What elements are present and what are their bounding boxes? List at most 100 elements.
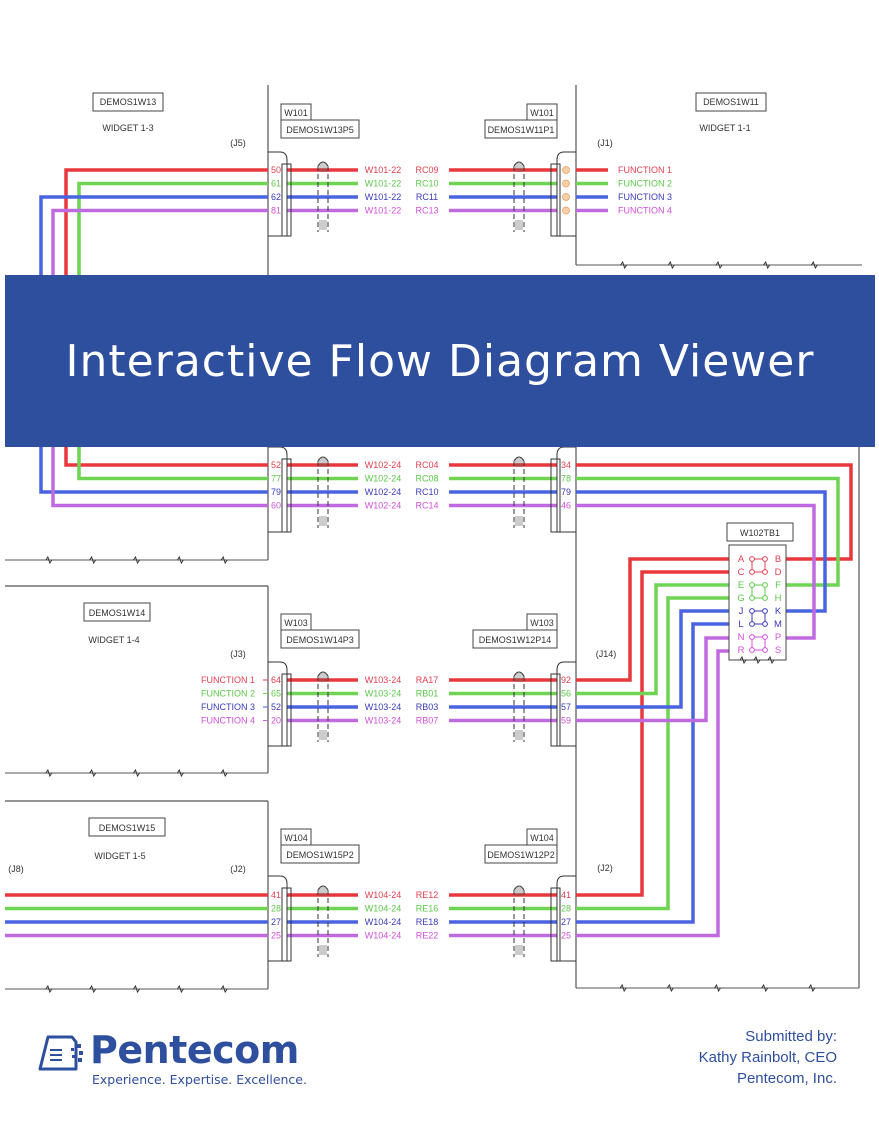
- jack-label: (J8): [8, 864, 24, 874]
- function-label: FUNCTION 2: [201, 689, 255, 699]
- pin-number: 46: [561, 501, 571, 511]
- pin-number: 25: [561, 931, 571, 941]
- break-mark: [761, 983, 769, 993]
- terminal-post: [749, 647, 755, 653]
- break-mark: [714, 983, 721, 993]
- function-label: FUNCTION 2: [618, 179, 672, 189]
- break-mark: [45, 768, 53, 778]
- terminal-post: [762, 634, 768, 640]
- pin-number: 20: [271, 716, 281, 726]
- logo-wordmark: Pentecom: [90, 1028, 299, 1072]
- terminal-right: P: [775, 632, 781, 643]
- pin-number: 65: [271, 689, 281, 699]
- terminal-post: [749, 569, 755, 575]
- pentecom-logo: Pentecom Experience. Expertise. Excellen…: [38, 1028, 318, 1090]
- break-mark: [620, 260, 628, 270]
- wire-code: RB03: [416, 702, 439, 712]
- plug-id: DEMOS1W12P14: [479, 635, 552, 645]
- plug-right-sleeve: [550, 458, 561, 533]
- plug-left-sleeve: [281, 458, 292, 533]
- break-mark: [739, 655, 747, 665]
- wire-label: W101-22: [365, 192, 402, 202]
- pin-number: 28: [271, 904, 281, 914]
- terminal-right: S: [775, 645, 781, 656]
- wire-label: W101-22: [365, 165, 402, 175]
- terminal-left: L: [738, 619, 743, 630]
- wire-code: RC14: [415, 501, 438, 511]
- plug-id-box: [484, 844, 558, 864]
- wire-label: W104-24: [365, 917, 402, 927]
- widget-id: DEMOS1W11: [703, 97, 759, 107]
- terminal-left: E: [738, 580, 744, 591]
- widget-id-box: [88, 817, 166, 837]
- title-banner: Interactive Flow Diagram Viewer: [5, 275, 875, 447]
- break-mark: [666, 983, 674, 993]
- shield-cap: [513, 885, 525, 891]
- submitted-by-block: Submitted by: Kathy Rainbolt, CEO Pentec…: [699, 1026, 837, 1089]
- wire-code: RC10: [415, 179, 438, 189]
- cable-id: W103: [284, 618, 308, 628]
- jack-label: (J1): [597, 138, 613, 148]
- plug-right: [556, 151, 576, 237]
- pin-number: 27: [561, 917, 571, 927]
- break-mark: [133, 555, 140, 565]
- wire-label: W102-24: [365, 474, 402, 484]
- wire-code: RC11: [416, 192, 438, 202]
- plug-id: DEMOS1W11P1: [488, 125, 555, 135]
- pin-number: 34: [561, 460, 571, 470]
- plug-left: [268, 446, 288, 533]
- terminal-left: R: [738, 645, 745, 656]
- pin-number: 61: [271, 179, 281, 189]
- widget-name: WIDGET 1-4: [88, 635, 139, 645]
- break-mark: [619, 983, 627, 993]
- pin-number: 59: [561, 716, 571, 726]
- terminal-post: [762, 647, 768, 653]
- submitted-label: Submitted by:: [745, 1028, 837, 1045]
- company-name: Pentecom, Inc.: [736, 1070, 837, 1087]
- widget-id: DEMOS1W14: [89, 608, 146, 618]
- wire-label: W103-24: [365, 716, 402, 726]
- wire-code: RE22: [416, 931, 439, 941]
- terminal-block-id-box: [726, 522, 794, 542]
- plug-right: [556, 875, 576, 962]
- plug-left: [268, 151, 288, 237]
- terminal-post: [762, 569, 768, 575]
- jumper-link: [751, 584, 766, 599]
- terminal-right: B: [775, 554, 781, 565]
- terminal-post: [762, 608, 768, 614]
- wire-code: RB07: [416, 716, 439, 726]
- routed-wire: [576, 476, 840, 587]
- plug-left-sleeve: [281, 163, 292, 237]
- pin-number: 78: [561, 474, 571, 484]
- shield-cap: [513, 161, 525, 167]
- function-label: FUNCTION 4: [618, 206, 672, 216]
- wire-code: RB01: [416, 689, 439, 699]
- cable-id: W104: [284, 833, 308, 843]
- break-mark: [89, 555, 97, 565]
- break-mark: [176, 984, 184, 994]
- widget-name: WIDGET 1-5: [94, 851, 145, 861]
- jack-label: (J5): [230, 138, 246, 148]
- pin-number: 25: [271, 931, 281, 941]
- break-mark: [808, 983, 816, 993]
- cable-id: W103: [530, 618, 554, 628]
- wire-label: W102-24: [365, 501, 402, 511]
- terminal-left: G: [737, 593, 744, 604]
- wire-code: RC13: [415, 206, 438, 216]
- jumper-link: [751, 558, 766, 573]
- socket-contact-icon: [562, 206, 570, 215]
- break-mark: [45, 984, 53, 994]
- socket-contact-icon: [562, 193, 570, 201]
- break-mark: [667, 260, 675, 270]
- wire-code: RA17: [416, 675, 439, 685]
- terminal-right: K: [775, 606, 782, 617]
- function-label: FUNCTION 1: [618, 165, 672, 175]
- break-mark: [45, 555, 53, 565]
- routed-wire: [576, 463, 853, 561]
- break-mark: [763, 260, 771, 270]
- socket-contact-icon: [562, 179, 570, 188]
- wire-code: RC09: [415, 165, 438, 175]
- socket-contact-icon: [562, 166, 570, 174]
- break-mark: [89, 984, 97, 994]
